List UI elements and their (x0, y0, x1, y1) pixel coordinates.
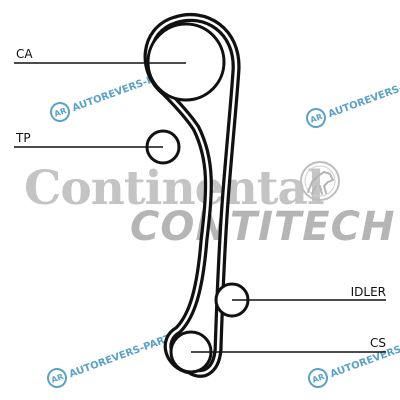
watermark-text: AUTOREVERS-PARTS (327, 71, 400, 120)
watermark-logo-icon (306, 108, 326, 128)
leader-lines (14, 62, 386, 353)
label-cs: CS (370, 336, 386, 350)
svg-text:AR: AR (50, 372, 65, 385)
svg-text:AR: AR (309, 112, 324, 125)
watermark-logo-icon (50, 102, 70, 122)
svg-text:AR: AR (53, 106, 68, 119)
brand-name-text: Continental (24, 161, 324, 216)
watermark-logo-icon (47, 368, 67, 388)
timing-belt (143, 12, 241, 378)
pulleys (145, 22, 250, 374)
label-idler: IDLER (351, 285, 386, 299)
watermark-logo-icon (308, 368, 328, 388)
camshaft-pulley (146, 22, 226, 102)
watermark-text: AUTOREVERS-PARTS (68, 331, 179, 380)
label-ca: CA (16, 47, 33, 61)
site-watermark-3: AR AUTOREVERS-PARTS (47, 331, 179, 388)
brand-watermark: Continental CONTITECH (24, 161, 395, 250)
site-watermark-2: AR AUTOREVERS-PARTS (306, 71, 400, 128)
label-tp: TP (15, 131, 31, 145)
svg-text:AR: AR (311, 372, 326, 385)
horse-logo-icon (300, 161, 340, 201)
watermark-text: AUTOREVERS-PARTS (329, 331, 400, 380)
brand-sub-text: CONTITECH (130, 204, 395, 250)
